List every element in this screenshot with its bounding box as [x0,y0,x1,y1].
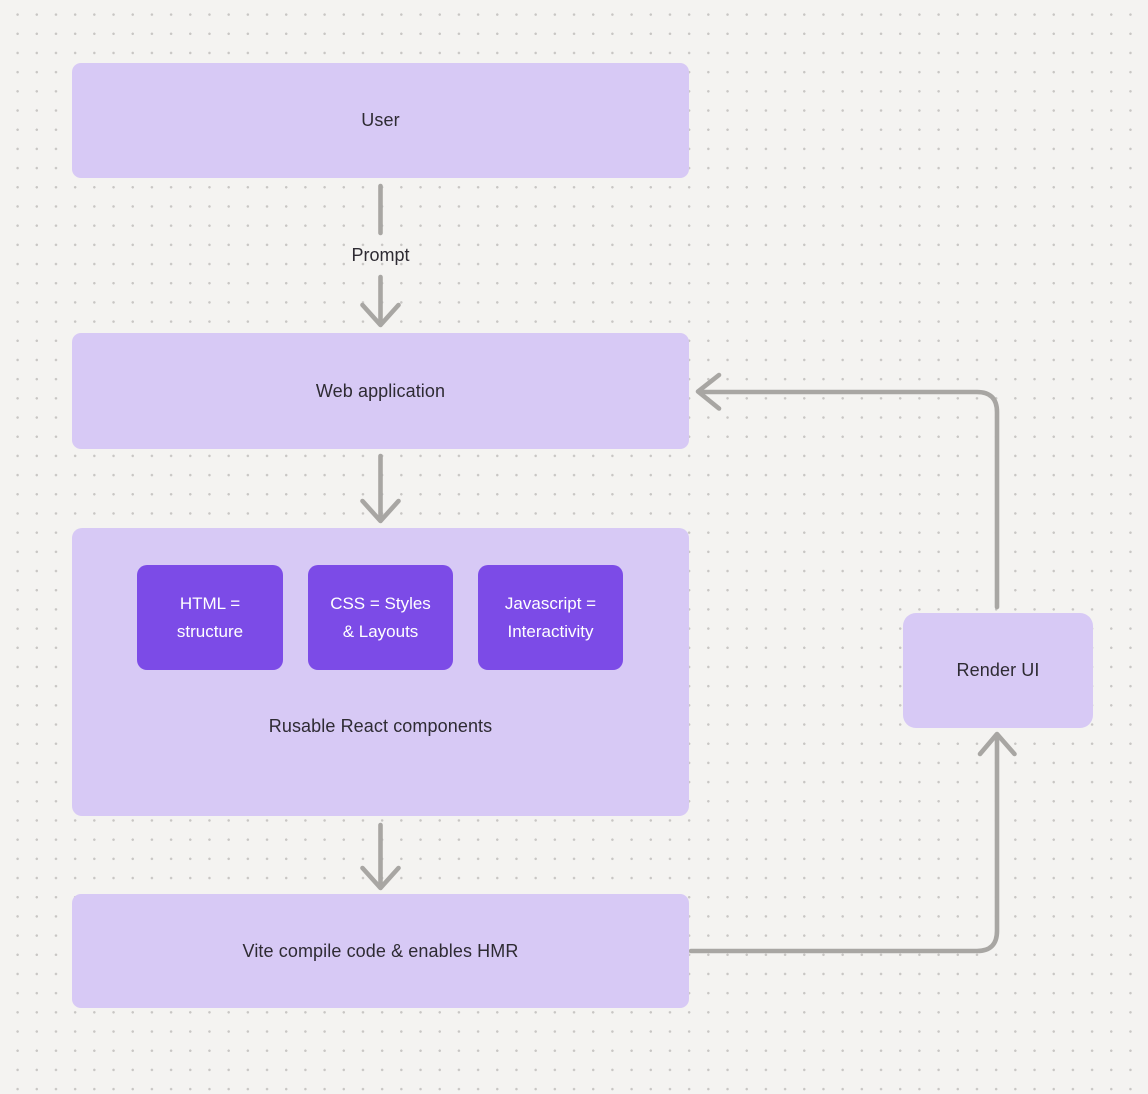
node-html-structure: HTML = structure [137,565,283,670]
node-components-group: HTML = structure CSS = Styles & Layouts … [72,528,689,816]
node-vite-label: Vite compile code & enables HMR [242,940,519,961]
arrowhead-up-into-render-icon [977,731,1017,757]
node-user: User [72,63,689,178]
arrowhead-down-into-components-icon [360,498,401,524]
arrowhead-left-into-webapp-icon [695,372,722,411]
arrow-vite-to-render-line [688,734,1000,954]
node-html-structure-line2: structure [176,621,244,641]
node-web-application: Web application [72,333,689,449]
node-css-styles: CSS = Styles & Layouts [308,565,453,670]
node-javascript-interactivity: Javascript = Interactivity [478,565,623,670]
node-vite: Vite compile code & enables HMR [72,894,689,1008]
node-render-ui-label: Render UI [956,660,1040,680]
node-css-styles-line2: & Layouts [342,621,419,641]
components-group-caption: Rusable React components [268,716,493,736]
node-html-structure-line1: HTML = [179,593,241,613]
arrow-render-to-webapp-line [700,389,1000,610]
arrowhead-down-into-webapp-icon [360,302,401,328]
edge-label-prompt: Prompt [351,245,410,265]
node-css-styles-line1: CSS = Styles [330,593,431,613]
node-javascript-interactivity-line1: Javascript = [504,593,597,613]
node-render-ui: Render UI [903,613,1093,728]
node-javascript-interactivity-line2: Interactivity [507,621,594,641]
node-user-label: User [361,110,400,130]
node-web-application-label: Web application [315,380,446,401]
arrowhead-down-into-vite-icon [360,865,401,891]
